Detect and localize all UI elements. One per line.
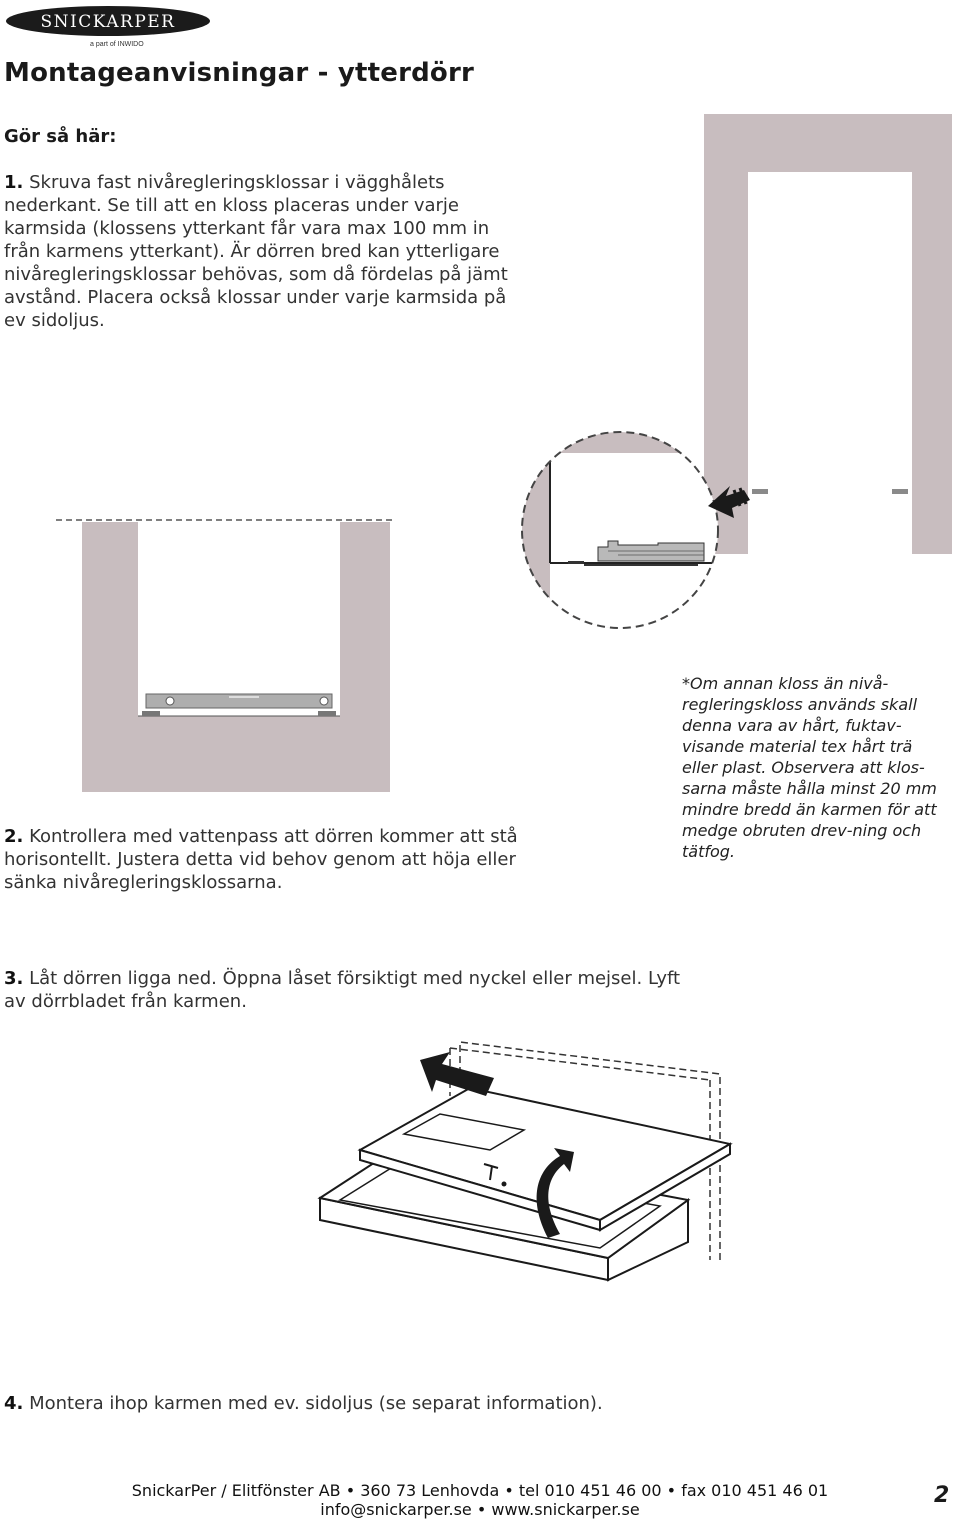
step-number: 4.: [4, 1393, 24, 1414]
footer-contact: SnickarPer / Elitfönster AB • 360 73 Len…: [131, 1481, 829, 1500]
lift-arrow-icon: [420, 1052, 494, 1096]
step-3: 3. Låt dörren ligga ned. Öppna låset för…: [4, 967, 704, 1013]
wall-opening: [748, 172, 912, 554]
step-text: Montera ihop karmen med ev. sidoljus (se…: [23, 1393, 603, 1414]
footer-web: info@snickarper.se • www.snickarper.se: [320, 1500, 640, 1519]
subheading: Gör så här:: [4, 126, 117, 147]
door-lift-figure: [317, 1041, 733, 1282]
step-number: 2.: [4, 826, 24, 847]
page-title: Montageanvisningar - ytterdörr: [4, 58, 475, 88]
wall-opening: [138, 522, 340, 716]
pointer-arrow-icon: [708, 486, 750, 518]
detail-magnify-figure: [521, 431, 750, 629]
step-text: Kontrollera med vattenpass att dörren ko…: [4, 826, 518, 893]
step-2: 2. Kontrollera med vattenpass att dörren…: [4, 825, 564, 894]
rotate-arrow-icon: [536, 1148, 574, 1238]
level-check-figure: [56, 519, 394, 792]
spirit-level: [145, 693, 333, 709]
step-4: 4. Montera ihop karmen med ev. sidoljus …: [4, 1392, 704, 1415]
step-number: 3.: [4, 968, 24, 989]
step-text: Skruva fast nivåregleringsklossar i vägg…: [4, 172, 508, 331]
page-number: 2: [934, 1483, 950, 1508]
logo-text: SNICKARPER: [41, 12, 176, 32]
logo-tagline: a part of INWIDO: [90, 41, 144, 48]
step-1: 1. Skruva fast nivåregleringsklossar i v…: [4, 171, 514, 332]
leveling-block-right: [892, 489, 908, 494]
wall-opening-figure: [704, 114, 952, 554]
footer: SnickarPer / Elitfönster AB • 360 73 Len…: [130, 1481, 830, 1519]
leveling-block-left: [752, 489, 768, 494]
step-number: 1.: [4, 172, 24, 193]
note-text: *Om annan kloss än nivå-regleringskloss …: [682, 674, 937, 861]
brand-logo: SNICKARPER a part of INWIDO: [4, 4, 212, 48]
step-text: Låt dörren ligga ned. Öppna låset försik…: [4, 968, 681, 1012]
